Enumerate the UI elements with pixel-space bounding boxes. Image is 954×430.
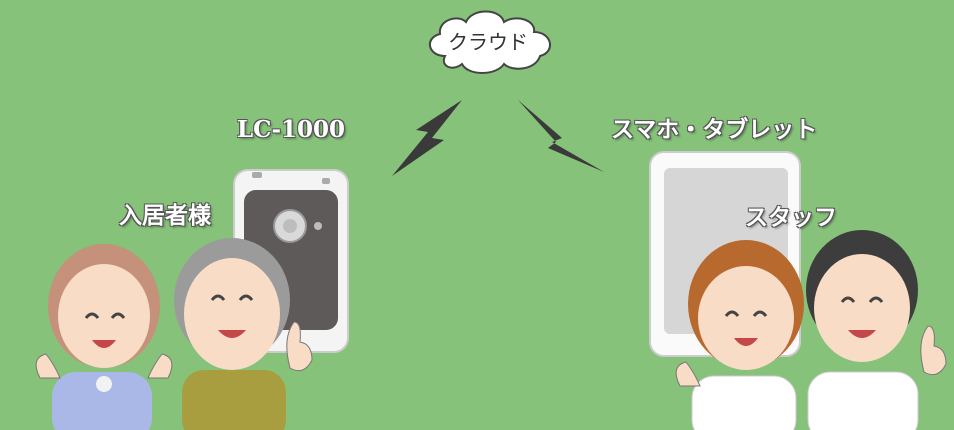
cloud-icon	[429, 10, 551, 74]
resident-woman-image	[35, 244, 173, 430]
tablet-label: スマホ・タブレット	[611, 116, 818, 143]
lightning-right-icon	[518, 100, 604, 172]
staff-woman-image	[675, 240, 804, 430]
device-label: LC-1000	[237, 116, 346, 143]
staff-label: スタッフ	[745, 204, 837, 231]
residents-label: 入居者様	[119, 202, 211, 229]
cloud-label: クラウド	[448, 30, 528, 54]
lightning-left-icon	[392, 100, 462, 176]
staff-man-image	[806, 230, 947, 430]
resident-man-image	[174, 238, 313, 430]
